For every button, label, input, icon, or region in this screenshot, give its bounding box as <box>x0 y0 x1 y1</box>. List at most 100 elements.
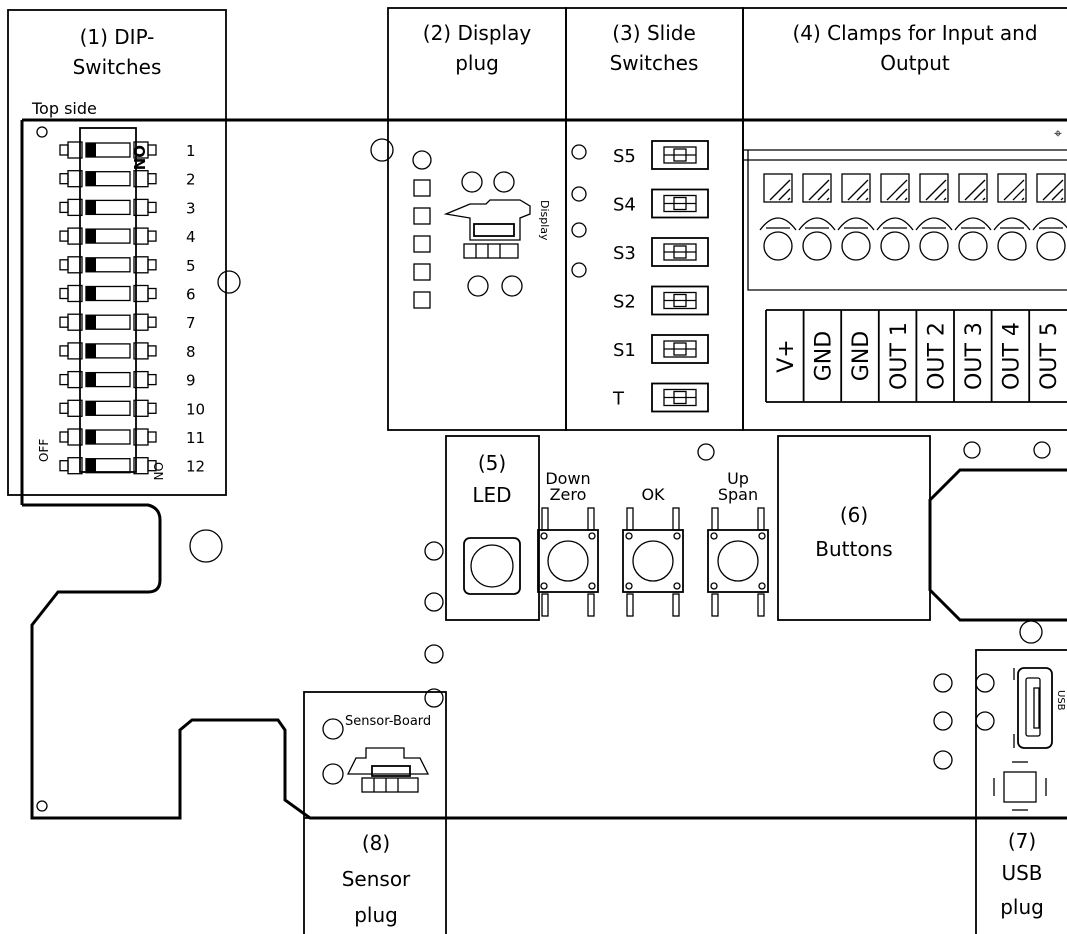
via-hole <box>571 262 587 278</box>
push-button-label: Zero <box>550 485 587 504</box>
dip-switch-number: 8 <box>186 343 196 361</box>
via-hole <box>424 541 444 561</box>
slide-switch: S4 <box>613 188 709 219</box>
dip-switch: 5 <box>59 256 196 275</box>
via-hole <box>933 673 953 693</box>
clamp-terminal-label: OUT 3 <box>962 322 987 390</box>
slide-switch: T <box>612 382 709 413</box>
mounting-hole <box>370 138 394 162</box>
via-hole <box>322 718 344 740</box>
status-led <box>463 537 521 595</box>
dip-switch-number: 2 <box>186 171 196 189</box>
led-box <box>445 435 540 621</box>
dip-on-rot-label: ON <box>151 462 165 480</box>
sensor-plug-box <box>303 691 447 934</box>
clamp-terminal-label: OUT 5 <box>1037 322 1062 390</box>
dip-switch-number: 11 <box>186 429 205 447</box>
via-hole <box>424 688 444 708</box>
buttons-box <box>777 435 931 621</box>
slide-title-line2: Switches <box>610 51 699 75</box>
clamp-terminal-label: GND <box>812 331 837 381</box>
usb-title-line2: USB <box>1001 861 1042 885</box>
dip-switch: 9 <box>59 370 196 390</box>
sensor-title-line1: (8) <box>362 831 390 855</box>
clamp-terminal-label: V+ <box>774 339 799 372</box>
display-pad <box>413 263 431 281</box>
dip-switch-housing <box>79 127 137 473</box>
dip-switch-number: 5 <box>186 257 196 275</box>
via-hole <box>571 186 587 202</box>
via-hole <box>571 144 587 160</box>
slide-title-line1: (3) Slide <box>612 21 696 45</box>
clamp-terminal-block <box>743 149 1067 291</box>
dip-switch-number: 6 <box>186 286 196 304</box>
slide-switch-label: S1 <box>613 340 636 361</box>
slide-switch-label: S3 <box>613 243 636 264</box>
display-title-line1: (2) Display <box>423 21 532 45</box>
slide-switch: S1 <box>613 334 709 364</box>
push-button-label: Span <box>718 485 758 504</box>
slide-switch: S3 <box>613 237 709 267</box>
usb-plug-box <box>975 649 1067 934</box>
dip-switch-number: 9 <box>186 372 196 390</box>
via-hole <box>1033 441 1051 459</box>
mounting-hole <box>217 270 241 294</box>
clamps-title-line2: Output <box>880 51 950 75</box>
via-hole <box>467 275 489 297</box>
led-title-line2: LED <box>472 483 511 507</box>
clamps-box <box>742 7 1067 431</box>
via-hole <box>933 711 953 731</box>
dip-switch-number: 1 <box>186 142 196 160</box>
display-pad <box>413 207 431 225</box>
dip-switch: 12 <box>59 457 205 476</box>
display-pad <box>413 179 431 197</box>
usb-connector <box>993 667 1053 811</box>
clamp-terminal-label: OUT 4 <box>1000 322 1025 390</box>
dip-switch-number: 7 <box>186 314 196 332</box>
display-connector <box>443 199 531 259</box>
dip-switch-number: 3 <box>186 199 196 217</box>
mounting-hole <box>36 800 48 812</box>
buttons-title-line1: (6) <box>840 503 868 527</box>
usb-label: USB <box>1055 690 1066 711</box>
slide-switch-label: S4 <box>613 195 636 216</box>
dip-switch: 8 <box>59 342 196 361</box>
usb-title-line3: plug <box>1000 895 1044 919</box>
dip-switch-number: 12 <box>186 458 205 476</box>
mounting-hole <box>36 126 48 138</box>
slide-switch: S5 <box>613 140 709 170</box>
via-hole <box>1019 620 1043 644</box>
via-hole <box>424 592 444 612</box>
clamp-terminal-label: OUT 1 <box>887 322 912 390</box>
slide-switch-label: S5 <box>613 146 636 167</box>
dip-switch: 2 <box>59 170 196 189</box>
dip-switch: 7 <box>59 313 196 332</box>
via-hole <box>697 443 715 461</box>
dip-switch-number: 10 <box>186 400 205 418</box>
fiducial-mark: ⌖ <box>1054 126 1062 142</box>
via-hole <box>571 222 587 238</box>
sensor-title-line3: plug <box>354 903 398 927</box>
pcb-outline <box>20 118 1067 820</box>
via-hole <box>975 673 995 693</box>
slide-switch-label: T <box>612 389 625 410</box>
clamp-terminal-label: GND <box>849 331 874 381</box>
dip-switch: 4 <box>59 227 196 246</box>
clamp-terminal-label: OUT 2 <box>924 322 949 390</box>
via-hole <box>933 750 953 770</box>
push-button: OK <box>622 485 684 617</box>
dip-title-line2: Switches <box>73 55 162 79</box>
via-hole <box>493 171 515 193</box>
dip-switch: 6 <box>59 284 196 304</box>
dip-switch-number: 4 <box>186 228 196 246</box>
push-button-label: OK <box>641 485 665 504</box>
push-button-label: Down <box>545 469 590 488</box>
dip-switch: 10 <box>59 399 205 418</box>
mounting-hole <box>189 529 223 563</box>
slide-switch: S2 <box>613 285 709 316</box>
sensor-title-line2: Sensor <box>342 867 411 891</box>
display-title-line2: plug <box>455 51 499 75</box>
usb-title-line1: (7) <box>1008 829 1036 853</box>
via-hole <box>963 441 981 459</box>
